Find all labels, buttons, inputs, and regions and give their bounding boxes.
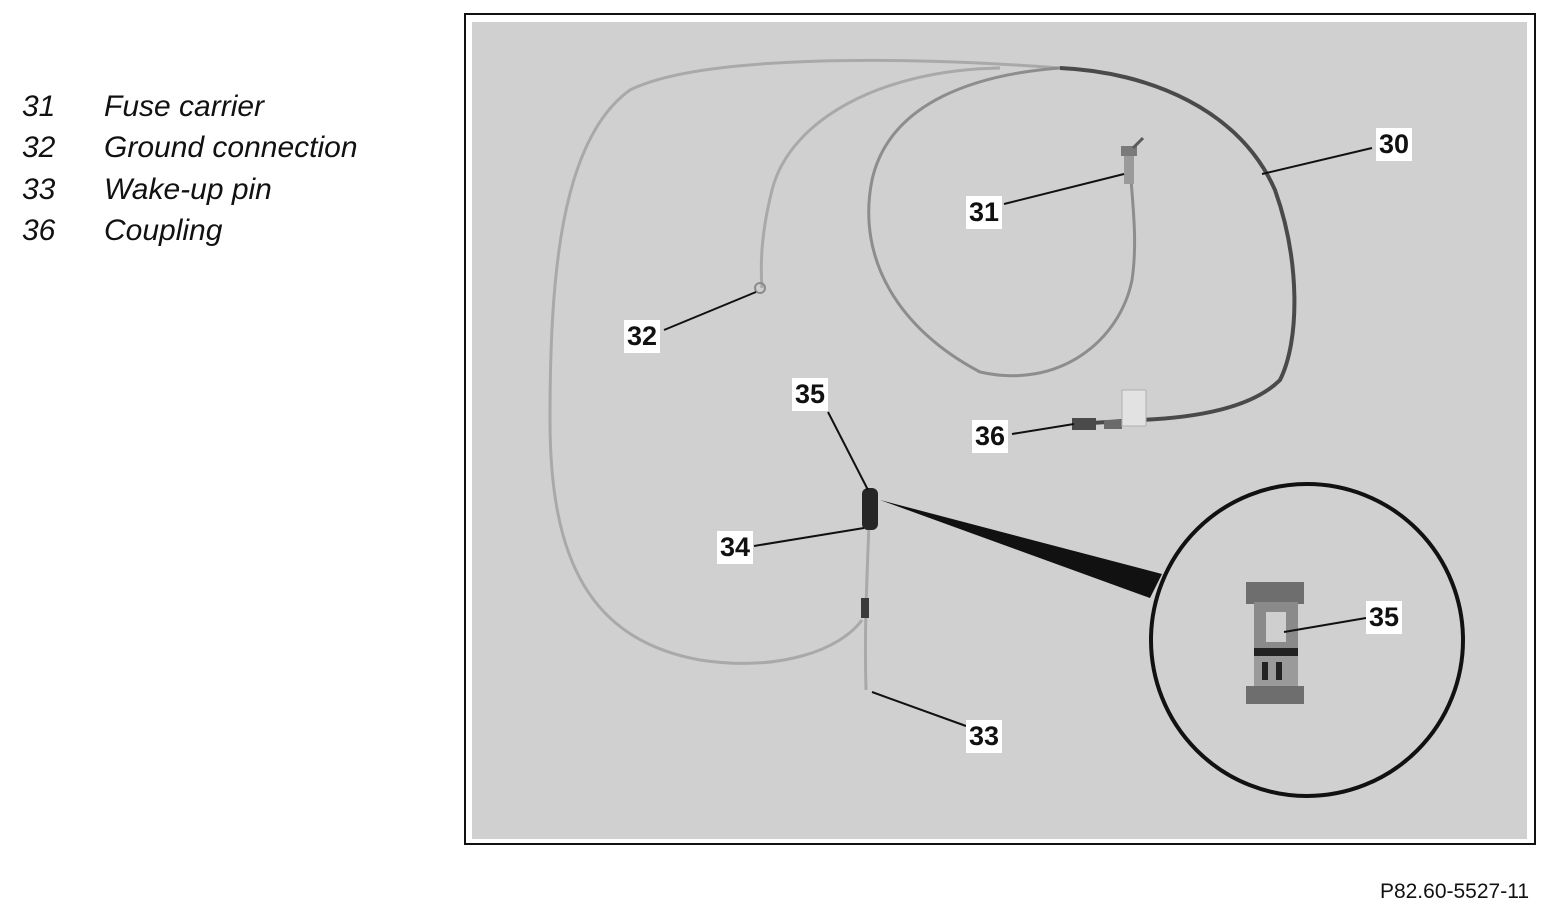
callout-32: 32 (624, 320, 661, 353)
wakeup-pin-icon (861, 598, 869, 618)
callout-31: 31 (966, 196, 1003, 229)
callout-30: 30 (1376, 128, 1413, 161)
callout-33: 33 (966, 720, 1003, 753)
legend-item-33: 33 Wake-up pin (22, 169, 358, 211)
fuse-detail-icon (1246, 582, 1304, 704)
fuse-carrier-icon (1121, 136, 1145, 184)
legend-label: Fuse carrier (104, 89, 265, 123)
detail-circle (1149, 482, 1465, 798)
legend-item-36: 36 Coupling (22, 211, 358, 253)
cable-outer-loop (548, 58, 1061, 665)
figure-id: P82.60-5527-11 (1379, 880, 1529, 903)
cable-inner-loop (867, 66, 1137, 378)
cable-ground-branch (759, 66, 1001, 289)
cable-main-dark (1059, 66, 1297, 426)
detail-pointer (880, 500, 1162, 598)
ground-connection-icon (754, 282, 766, 294)
leader-lines (663, 147, 1373, 727)
legend-number: 36 (22, 214, 56, 248)
legend-number: 33 (22, 172, 56, 206)
legend-label: Ground connection (104, 131, 358, 165)
legend: 31 Fuse carrier 32 Ground connection 33 … (22, 86, 358, 252)
legend-label: Coupling (104, 214, 223, 248)
legend-item-32: 32 Ground connection (22, 128, 358, 170)
legend-number: 31 (22, 89, 56, 123)
callout-35-detail: 35 (1366, 601, 1403, 634)
connector-34-icon (862, 488, 878, 530)
coupling-icon (1072, 389, 1147, 430)
callout-34: 34 (717, 531, 754, 564)
legend-item-31: 31 Fuse carrier (22, 86, 358, 128)
callout-35: 35 (792, 378, 829, 411)
legend-number: 32 (22, 131, 56, 165)
callout-36: 36 (972, 420, 1009, 453)
legend-label: Wake-up pin (104, 172, 272, 206)
